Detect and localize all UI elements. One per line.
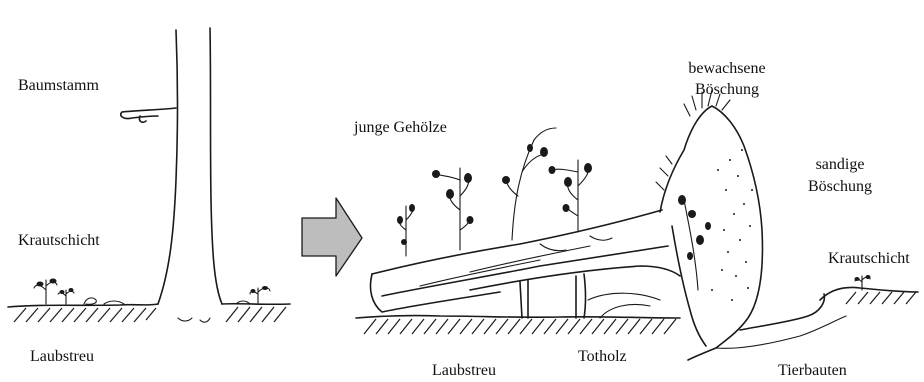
branch-stub	[121, 108, 176, 122]
arrow-right-icon	[302, 198, 362, 276]
sand-stipple	[711, 149, 753, 301]
deadwood-bark-texture	[420, 246, 590, 286]
label-krautschicht-right: Krautschicht	[828, 249, 910, 269]
tree-trunk-right-edge	[210, 28, 222, 304]
label-bewachsene-boeschung-line2: Böschung	[672, 80, 782, 100]
label-totholz: Totholz	[578, 347, 627, 367]
burrow-tunnel	[688, 294, 824, 360]
label-junge-gehoelze: junge Gehölze	[354, 118, 447, 138]
young-saplings	[397, 128, 592, 256]
deadwood-bark-line-1	[382, 246, 668, 296]
label-tierbauten: Tierbauten	[778, 361, 847, 381]
soil-hatching-left	[14, 307, 286, 322]
label-sandige-boeschung-line1: sandige	[790, 155, 890, 175]
embankment-outline	[660, 106, 762, 348]
ground-line-left	[8, 304, 158, 307]
label-baumstamm: Baumstamm	[18, 76, 99, 96]
ground-line-right	[356, 316, 680, 318]
deadwood-support-post-2	[576, 274, 586, 318]
tree-trunk-left-edge	[158, 30, 178, 304]
left-scene	[8, 28, 290, 322]
label-krautschicht-left: Krautschicht	[18, 231, 100, 251]
deadwood-bottom-edge	[470, 266, 680, 290]
cavity-under-deadwood	[588, 293, 660, 318]
soil-hatching-far-right	[846, 292, 916, 304]
label-laubstreu-right: Laubstreu	[432, 361, 496, 381]
label-laubstreu-left: Laubstreu	[30, 347, 94, 367]
ground-line-left-2	[222, 304, 290, 305]
deadwood-end	[370, 274, 500, 312]
label-bewachsene-boeschung-line1: bewachsene	[672, 59, 782, 79]
label-sandige-boeschung-line2: Böschung	[790, 177, 890, 197]
soil-hatching-right	[364, 319, 676, 334]
embankment-grass-left	[656, 156, 672, 190]
herb-layer-left	[34, 279, 270, 305]
deadwood-support-post	[520, 280, 528, 318]
vegetated-embankment	[656, 90, 762, 348]
tree-roots	[178, 318, 210, 322]
